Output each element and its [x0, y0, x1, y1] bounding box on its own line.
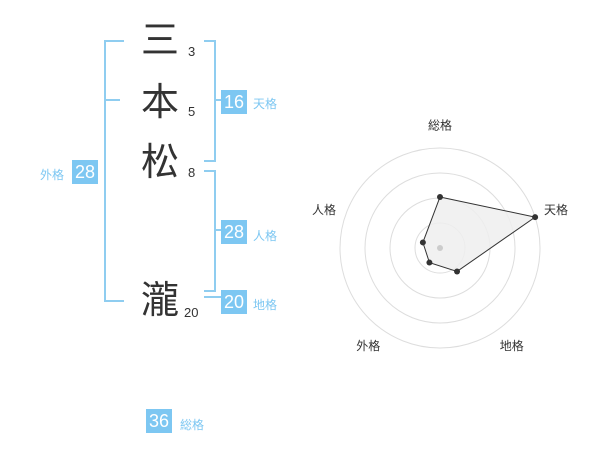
- radar-point-3: [426, 259, 433, 266]
- gaikaku-value: 28: [72, 160, 98, 184]
- jinkaku-bracket: [204, 170, 216, 292]
- radar-axis-label-2: 地格: [500, 338, 524, 353]
- stroke-count-1: 3: [188, 44, 196, 59]
- name-char-4: 瀧: [141, 278, 180, 322]
- radar-axis-label-4: 人格: [312, 202, 336, 217]
- gaikaku-bracket-tick: [104, 99, 120, 101]
- radar-point-2: [454, 268, 461, 275]
- stroke-count-4: 20: [184, 305, 199, 320]
- radar-axis-label-1: 天格: [544, 202, 568, 217]
- chikaku-bracket: [204, 296, 222, 298]
- radar-data-points: [419, 194, 539, 275]
- soukaku-value: 36: [146, 409, 172, 433]
- jinkaku-value: 28: [221, 220, 247, 244]
- stroke-count-3: 8: [188, 165, 196, 180]
- gaikaku-bracket: [104, 40, 124, 302]
- tenkaku-bracket: [204, 40, 216, 162]
- stroke-count-2: 5: [188, 104, 196, 119]
- jinkaku-label: 人格: [253, 229, 278, 243]
- name-char-1: 三: [141, 18, 180, 62]
- tenkaku-label: 天格: [253, 97, 278, 111]
- name-char-3: 松: [141, 140, 180, 184]
- radar-point-0: [437, 194, 443, 200]
- radar-center: [437, 245, 443, 251]
- radar-axis-label-0: 総格: [428, 118, 452, 133]
- soukaku-label: 総格: [180, 418, 205, 432]
- jinkaku-bracket-tick: [214, 229, 222, 231]
- radar-axis-label-3: 外格: [356, 338, 380, 353]
- chikaku-value: 20: [221, 290, 247, 314]
- tenkaku-value: 16: [221, 90, 247, 114]
- radar-ring-3: [364, 172, 516, 324]
- chikaku-label: 地格: [253, 298, 278, 312]
- radar-point-1: [532, 214, 539, 221]
- gaikaku-label: 外格: [40, 168, 65, 182]
- radar-ring-4: [339, 147, 541, 349]
- tenkaku-bracket-tick: [214, 99, 222, 101]
- radar-point-4: [419, 239, 426, 246]
- radar-data-polygon: [422, 196, 537, 273]
- name-char-2: 本: [141, 80, 180, 124]
